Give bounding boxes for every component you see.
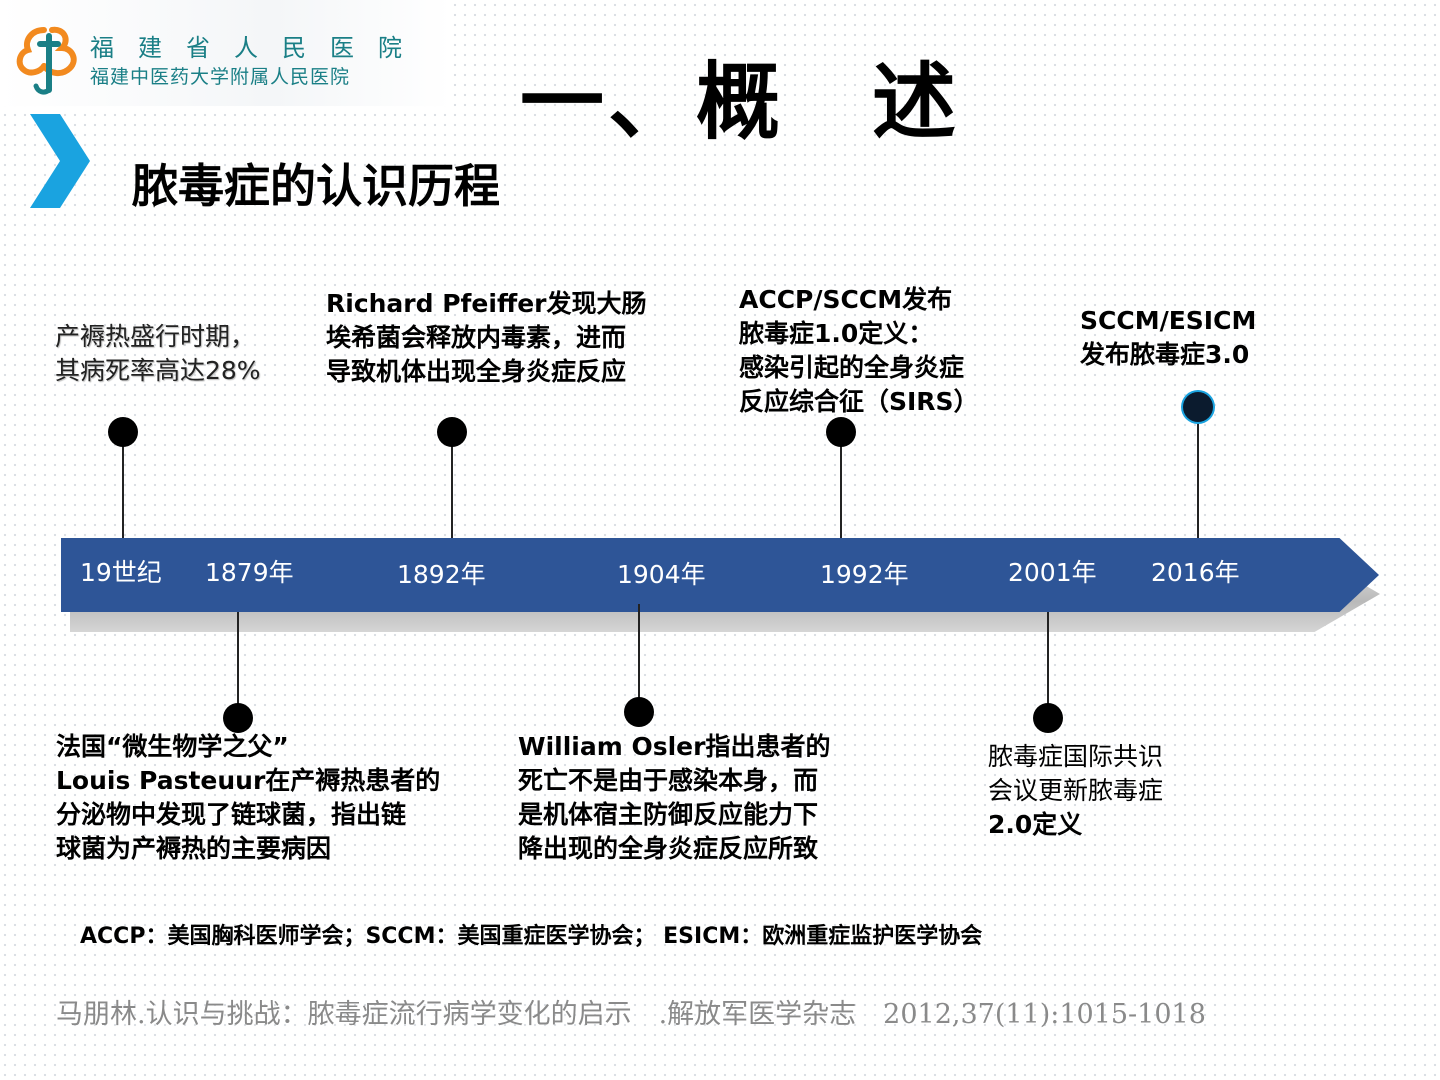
event-1892: Richard Pfeiffer发现大肠 埃希菌会释放内毒素，进而 导致机体出现… xyxy=(326,287,647,389)
event-text-line: 球菌为产褥热的主要病因 xyxy=(56,834,332,863)
year-label-2016: 2016年 xyxy=(1151,558,1240,587)
event-text-line: 法国“微生物学之父” xyxy=(56,732,289,761)
year-label-1879: 1879年 xyxy=(205,558,294,587)
event-text-line: 降出现的全身炎症反应所致 xyxy=(518,834,819,863)
citation: 马朋林.认识与挑战：脓毒症流行病学变化的启示 .解放军医学杂志 2012,37(… xyxy=(56,999,1206,1030)
connector-line xyxy=(237,612,239,718)
connector-line xyxy=(638,604,640,712)
event-text-line: 发布脓毒症3.0 xyxy=(1080,340,1250,369)
hospital-logo-icon xyxy=(16,26,77,95)
timeline-dot xyxy=(108,417,138,447)
logo-band xyxy=(0,0,452,106)
timeline-dot xyxy=(1033,703,1063,733)
event-text-line: Richard Pfeiffer发现大肠 xyxy=(326,289,647,318)
event-text-line: 会议更新脓毒症 xyxy=(988,776,1164,805)
year-label-1992: 1992年 xyxy=(820,560,909,589)
page-title: 一、概 述 xyxy=(520,53,961,151)
timeline-dot xyxy=(223,703,253,733)
event-text-line: 其病死率高达28% xyxy=(55,356,261,385)
connector-line xyxy=(1047,612,1049,718)
event-19th-century: 产褥热盛行时期， 其病死率高达28% xyxy=(55,320,261,388)
event-text-line: 埃希菌会释放内毒素，进而 xyxy=(326,323,627,352)
event-text-line: 反应综合征（SIRS） xyxy=(739,387,979,416)
event-text-line: 是机体宿主防御反应能力下 xyxy=(518,800,819,829)
hospital-subname: 福建中医药大学附属人民医院 xyxy=(90,66,351,88)
year-label-1904: 1904年 xyxy=(617,560,706,589)
event-1992: ACCP/SCCM发布 脓毒症1.0定义： 感染引起的全身炎症 反应综合征（SI… xyxy=(739,283,979,419)
event-1904: William Osler指出患者的 死亡不是由于感染本身，而 是机体宿主防御反… xyxy=(518,730,830,866)
event-text-line: William Osler指出患者的 xyxy=(518,732,831,761)
connector-line xyxy=(840,432,842,538)
event-text-line: 脓毒症国际共识 xyxy=(988,742,1164,771)
chevron-right-icon xyxy=(30,114,90,208)
connector-line xyxy=(1197,408,1199,538)
connector-line xyxy=(451,432,453,538)
event-text-line: SCCM/ESICM xyxy=(1080,306,1257,335)
year-label-1892: 1892年 xyxy=(397,560,486,589)
event-2001: 脓毒症国际共识 会议更新脓毒症 2.0定义 xyxy=(988,740,1163,842)
connector-line xyxy=(122,432,124,538)
section-title: 脓毒症的认识历程 xyxy=(132,159,500,213)
timeline-bar xyxy=(61,538,1379,612)
event-text-line: Louis Pasteuur在产褥热患者的 xyxy=(56,766,441,795)
event-text-line: 产褥热盛行时期， xyxy=(55,322,256,351)
event-1879: 法国“微生物学之父” Louis Pasteuur在产褥热患者的 分泌物中发现了… xyxy=(56,730,440,866)
timeline-dot xyxy=(1183,392,1213,422)
event-text-line: 分泌物中发现了链球菌，指出链 xyxy=(56,800,407,829)
abbreviation-note: ACCP：美国胸科医师学会；SCCM：美国重症医学协会； ESICM：欧洲重症监… xyxy=(80,924,983,949)
event-text-line: 感染引起的全身炎症 xyxy=(739,353,965,382)
year-label-19th-century: 19世纪 xyxy=(80,558,162,587)
hospital-name: 福建省人民医院 xyxy=(90,34,426,62)
event-text-line: 脓毒症1.0定义： xyxy=(739,319,934,348)
timeline-dot xyxy=(624,697,654,727)
event-2016: SCCM/ESICM 发布脓毒症3.0 xyxy=(1080,304,1256,372)
event-text-line: ACCP/SCCM发布 xyxy=(739,285,953,314)
event-text-line: 死亡不是由于感染本身，而 xyxy=(518,766,819,795)
event-text-line: 2.0定义 xyxy=(988,810,1083,839)
timeline-dot xyxy=(437,417,467,447)
timeline-dot xyxy=(826,417,856,447)
year-label-2001: 2001年 xyxy=(1008,558,1097,587)
event-text-line: 导致机体出现全身炎症反应 xyxy=(326,357,627,386)
